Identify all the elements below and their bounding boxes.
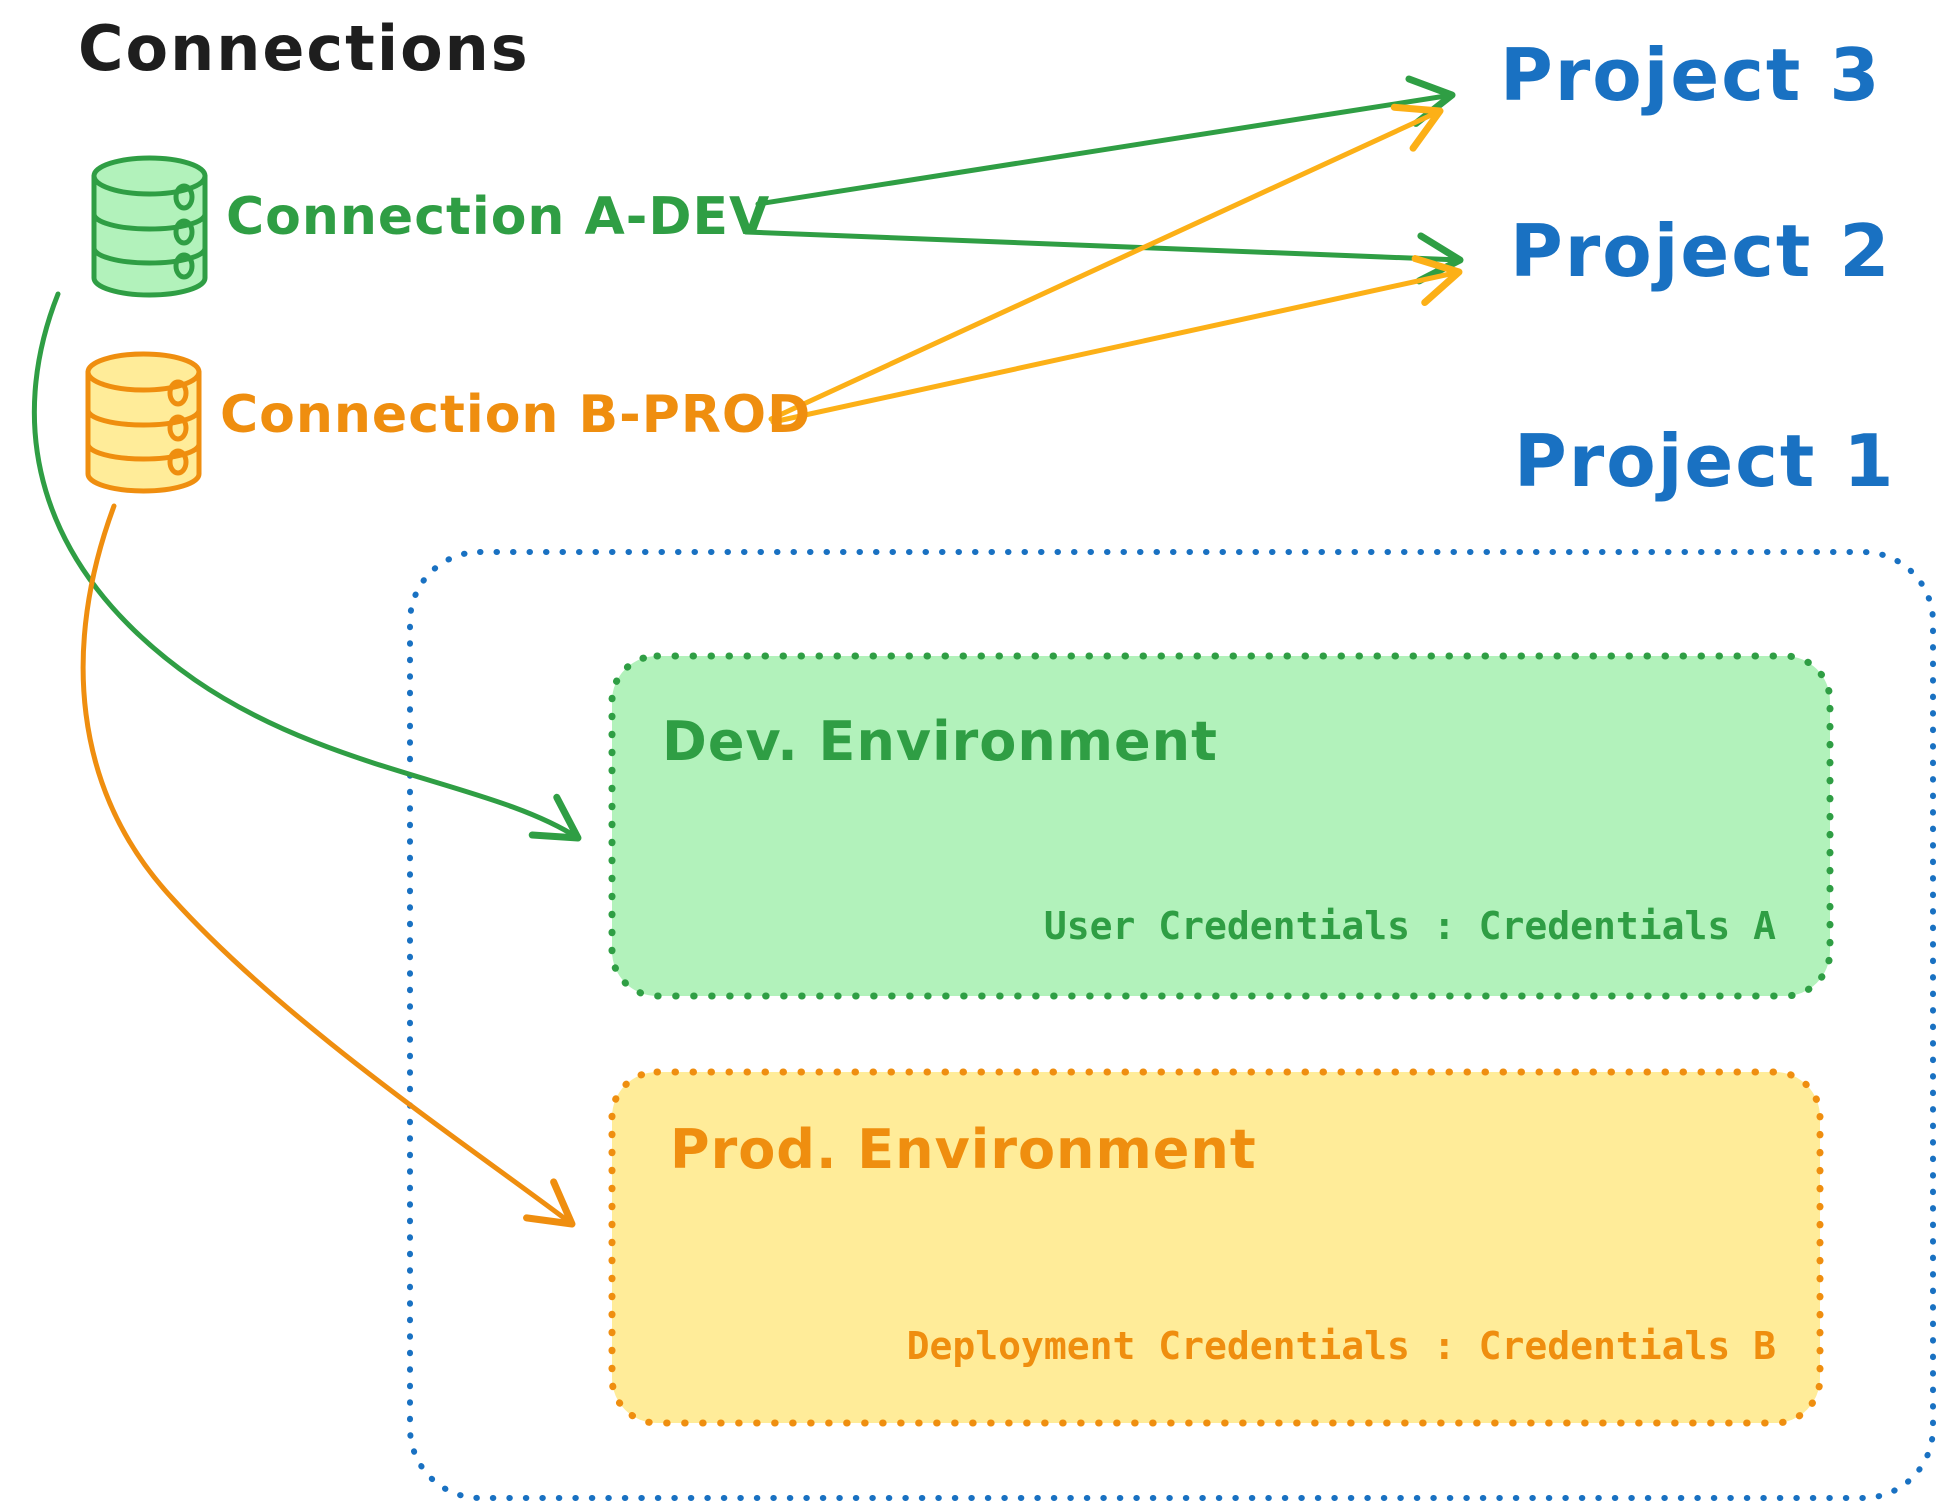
prod-environment-credentials: Deployment Credentials : Credentials B xyxy=(906,1324,1776,1368)
prod-environment-box xyxy=(608,1068,1824,1427)
arrow-b-prod-to-prod-environment xyxy=(80,503,576,1228)
arrow-a-dev-to-dev-environment xyxy=(31,291,582,842)
database-icon-a-dev xyxy=(91,155,208,298)
dev-environment-credentials: User Credentials : Credentials A xyxy=(1043,904,1776,948)
arrow-b-prod-to-project-3 xyxy=(768,103,1444,422)
connection-a-dev-label: Connection A-DEV xyxy=(226,187,771,247)
arrow-b-prod-to-project-2 xyxy=(770,255,1463,425)
database-icon-b-prod xyxy=(85,351,202,494)
arrow-a-dev-to-project-3 xyxy=(755,75,1456,207)
project-3-label: Project 3 xyxy=(1500,33,1882,117)
diagram-title: Connections xyxy=(78,12,530,85)
project-1-label: Project 1 xyxy=(1514,419,1896,503)
connection-b-prod-label: Connection B-PROD xyxy=(220,385,812,445)
project-1-container-box xyxy=(407,549,1936,1501)
project-2-label: Project 2 xyxy=(1510,209,1892,293)
prod-environment-title: Prod. Environment xyxy=(670,1118,1257,1181)
dev-environment-title: Dev. Environment xyxy=(662,710,1218,773)
arrow-a-dev-to-project-2 xyxy=(743,229,1464,285)
dev-environment-box xyxy=(608,652,1834,1000)
